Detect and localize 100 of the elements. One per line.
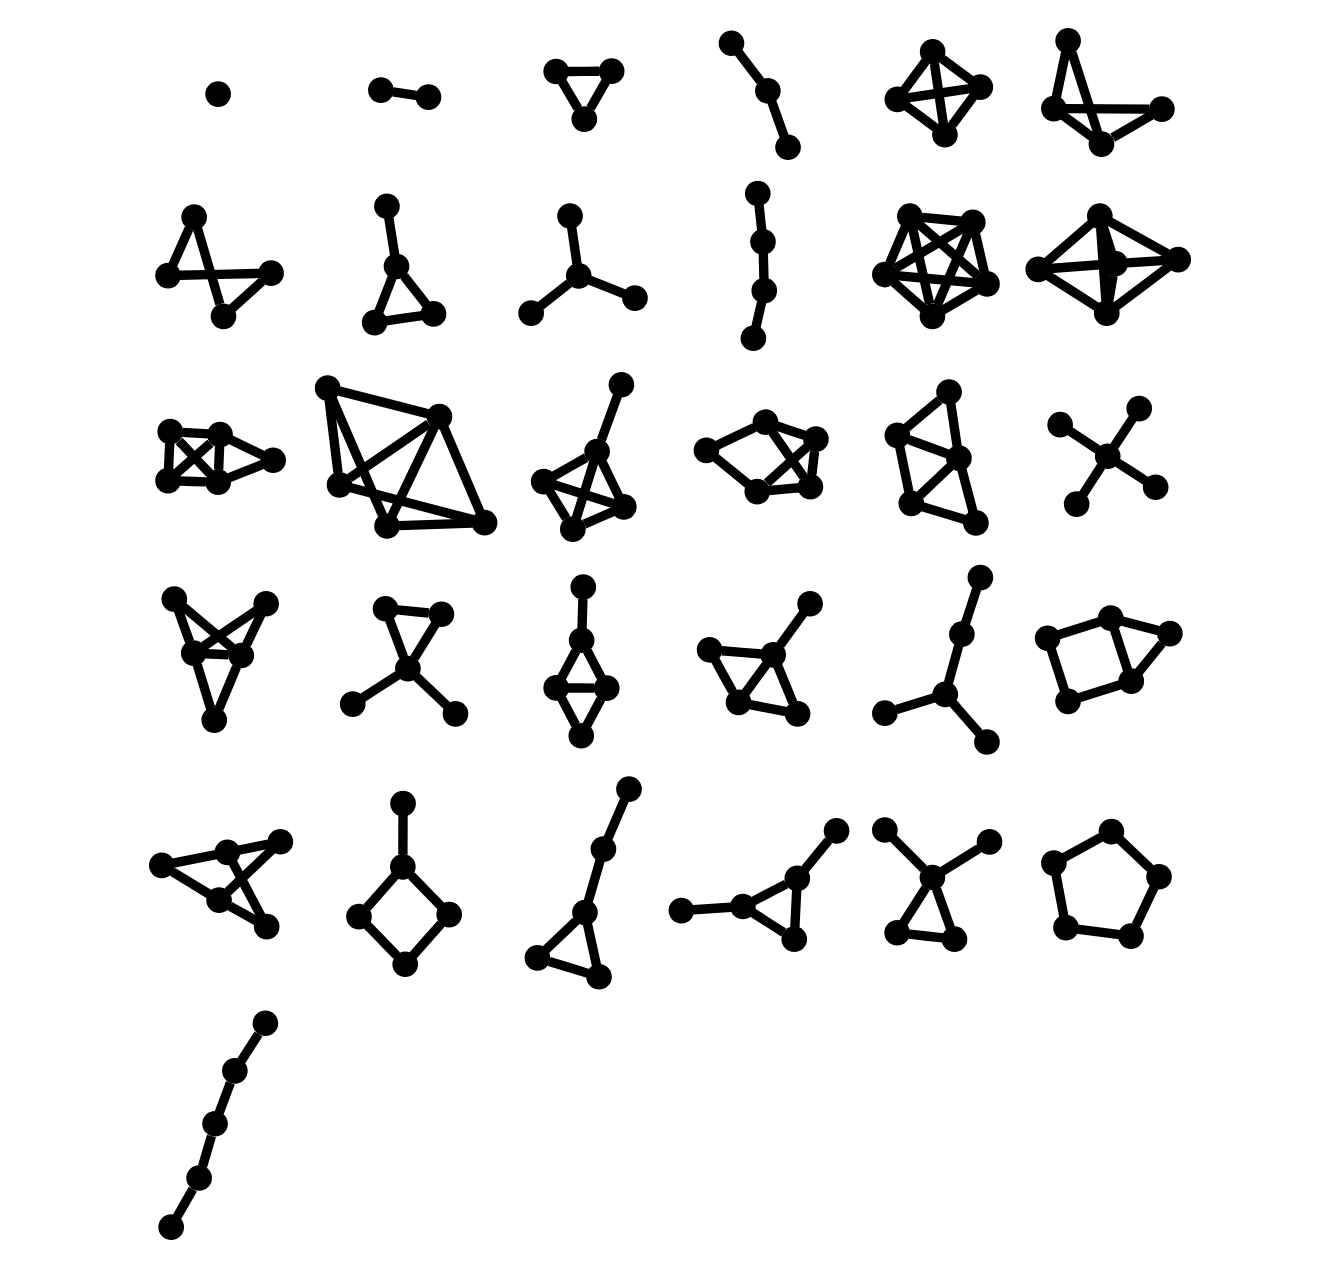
node-circle [592, 675, 619, 701]
connector [1075, 924, 1120, 940]
node-circle [975, 829, 1002, 855]
connector [204, 649, 229, 660]
node-circle [567, 627, 594, 654]
connector [948, 699, 982, 736]
connector [384, 310, 422, 326]
connector [938, 844, 981, 876]
connector [711, 454, 751, 489]
connector [362, 872, 398, 911]
connector [227, 860, 265, 919]
node-circle [205, 887, 231, 914]
connector [906, 226, 934, 306]
connector [749, 908, 786, 937]
connector [945, 402, 961, 448]
node-circle [883, 86, 910, 113]
connector [1095, 227, 1110, 302]
node-circle [931, 121, 957, 148]
node-circle [542, 675, 569, 701]
node-circle [610, 494, 636, 520]
connector [236, 839, 269, 855]
connector [566, 683, 594, 693]
node-circle [147, 852, 174, 879]
node-circle [1101, 250, 1127, 277]
connector [241, 612, 265, 647]
connector [753, 204, 766, 232]
node-circle [1093, 443, 1120, 470]
node-circle [621, 285, 647, 311]
node-circle [209, 303, 236, 330]
connector [888, 834, 926, 873]
node-circle [724, 689, 751, 716]
connector [710, 657, 736, 694]
node-circle [749, 229, 775, 255]
connector [602, 798, 628, 841]
connector [398, 518, 472, 531]
connector [582, 858, 604, 903]
connector [1112, 263, 1171, 310]
connector [938, 55, 973, 85]
connector [581, 507, 614, 529]
connector [544, 489, 570, 521]
node-circle [774, 134, 800, 161]
node-circle [564, 263, 591, 289]
connector [800, 837, 832, 873]
connector [178, 476, 206, 487]
node-circle [257, 260, 283, 286]
node-circle [883, 422, 910, 449]
connector [200, 606, 259, 651]
connector [595, 393, 621, 442]
connector [172, 1186, 196, 1220]
connector [582, 648, 605, 681]
node-circle [1148, 96, 1174, 122]
connector [407, 872, 444, 910]
connector [773, 421, 805, 440]
connector [766, 100, 788, 138]
node-circle [973, 271, 999, 297]
node-circle [695, 636, 722, 663]
connector [395, 605, 429, 618]
connector [1066, 51, 1102, 135]
node-circle [204, 81, 230, 107]
connector [1109, 111, 1153, 142]
connector [171, 849, 216, 868]
connector [960, 587, 981, 625]
connector [928, 63, 947, 124]
node-circle [783, 865, 810, 892]
connector [906, 435, 949, 459]
connector [1108, 627, 1132, 672]
node-circle [154, 262, 180, 289]
node-circle [962, 510, 988, 536]
connector [1056, 617, 1101, 640]
connector [191, 226, 224, 306]
connector [546, 957, 589, 978]
connector [556, 695, 579, 728]
connector [713, 423, 756, 450]
connector [1045, 647, 1068, 692]
node-circle [759, 642, 786, 668]
connector [438, 425, 484, 514]
connector [581, 922, 601, 967]
node-circle [615, 776, 641, 802]
node-circle [391, 951, 418, 978]
node-circle [1092, 300, 1119, 326]
connector [932, 230, 972, 307]
node-circle [1141, 474, 1168, 501]
connector [740, 661, 769, 697]
node-circle [382, 253, 409, 280]
connector [399, 273, 430, 308]
node-circle [160, 586, 187, 612]
connector [213, 1081, 234, 1115]
connector [581, 696, 605, 728]
node-circle [425, 403, 452, 430]
node-circle [179, 640, 206, 666]
connector [585, 79, 609, 111]
node-circle [435, 901, 462, 928]
node-circle [156, 418, 183, 445]
node-circle [1040, 850, 1066, 876]
node-circle [1087, 131, 1114, 157]
node-circle [871, 817, 897, 843]
node-circle [750, 277, 777, 304]
node-circle [529, 468, 556, 495]
connector [169, 867, 211, 899]
node-circle [796, 590, 822, 617]
